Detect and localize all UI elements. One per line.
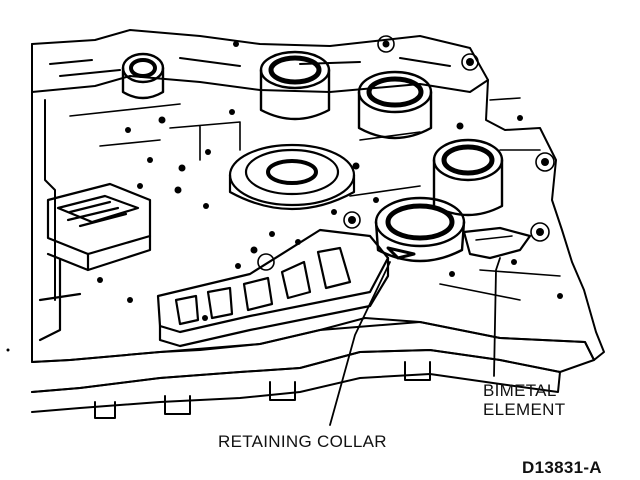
rail-bolt-lugs: [94, 361, 431, 419]
bimetal-plate: [462, 226, 532, 260]
bimetal-callout-line2: ELEMENT: [483, 400, 566, 419]
collar-boss: [374, 196, 466, 263]
front-rail-lower: [31, 349, 561, 413]
rear-bosses: [121, 50, 433, 140]
left-block: [38, 182, 152, 342]
bolt-holes: [6, 40, 563, 352]
front-rib: [156, 228, 390, 348]
center-bore: [228, 143, 356, 211]
bimetal-element-callout: BIMETAL ELEMENT: [483, 381, 565, 419]
rear-wall: [31, 43, 489, 93]
figure-id-label: D13831-A: [522, 458, 602, 477]
bimetal-leader-line: [493, 257, 501, 377]
retaining-collar-callout: RETAINING COLLAR: [218, 432, 387, 451]
retaining-collar-leader-line: [329, 261, 391, 426]
left-wall: [31, 91, 56, 331]
gallery-lines: [69, 97, 561, 301]
right-boss: [432, 138, 504, 217]
bimetal-callout-line1: BIMETAL: [483, 381, 557, 400]
bolt-rings: [257, 35, 555, 271]
